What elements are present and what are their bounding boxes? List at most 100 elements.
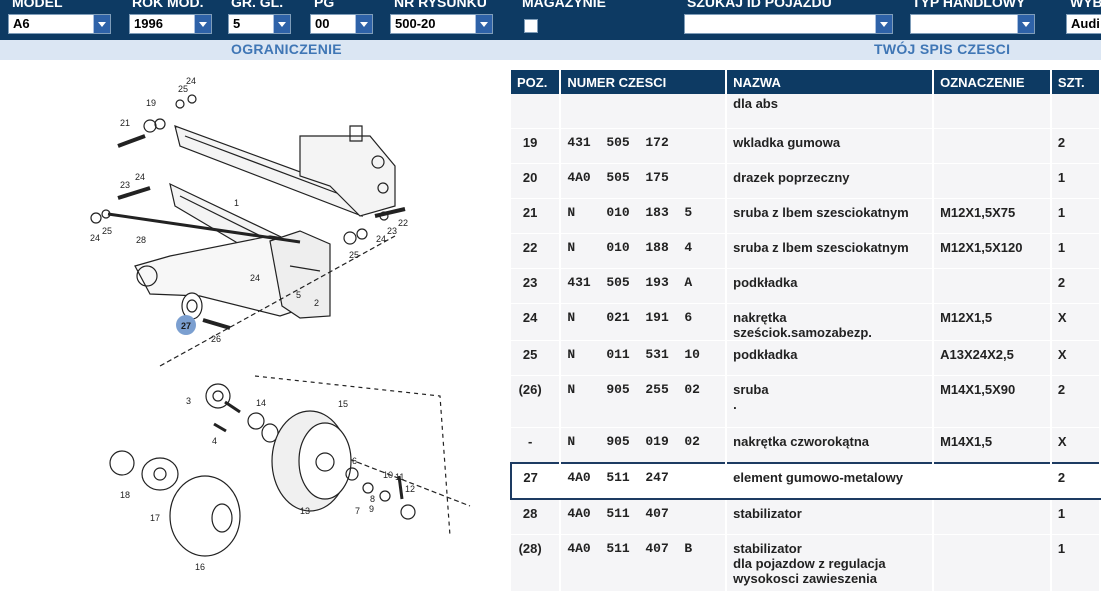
nr-select[interactable]: 500-20: [390, 14, 493, 34]
model-label: MODEL: [12, 0, 63, 10]
col-header-oznaczenie[interactable]: OZNACZENIE: [933, 70, 1052, 94]
pg-select[interactable]: 00: [310, 14, 373, 34]
gr-select[interactable]: 5: [228, 14, 291, 34]
model-select[interactable]: A6: [8, 14, 111, 34]
cell-szt: 1: [1050, 499, 1101, 535]
typ-select[interactable]: [910, 14, 1035, 34]
typ-label: TYP HANDLOWY: [912, 0, 1026, 10]
chevron-down-icon[interactable]: [93, 15, 110, 33]
cell-name: sruba z lbem szesciokatnym: [726, 233, 935, 269]
cell-poz: (26): [511, 375, 562, 428]
cell-name-line: wysokosci zawieszenia: [733, 571, 877, 586]
svg-text:22: 22: [398, 218, 408, 228]
cell-part-number: N 010 188 4: [560, 233, 728, 269]
col-header-poz[interactable]: POZ.: [511, 70, 562, 94]
svg-text:17: 17: [150, 513, 160, 523]
svg-text:23: 23: [387, 226, 397, 236]
cell-name: nakrętka sześciok.samozabezp.: [726, 303, 935, 341]
cell-name: nakrętka czworokątna: [726, 427, 935, 464]
svg-text:12: 12: [405, 484, 415, 494]
rok-select[interactable]: 1996: [129, 14, 212, 34]
filter-bar: MODEL A6 ROK MOD. 1996 GR. GL. 5 PG 00 N…: [0, 0, 1101, 40]
svg-text:24: 24: [186, 76, 196, 86]
cell-oznaczenie: [933, 534, 1052, 592]
cell-szt: 2: [1050, 128, 1101, 164]
cell-szt: X: [1050, 427, 1101, 464]
svg-text:21: 21: [120, 118, 130, 128]
svg-text:3: 3: [186, 396, 191, 406]
cell-poz: 20: [511, 163, 562, 199]
cell-oznaczenie: M12X1,5: [933, 303, 1052, 341]
cell-poz: -: [511, 427, 562, 464]
cell-part-number: 4A0 511 247: [560, 462, 728, 500]
table-row-continued: dla abs: [511, 94, 1101, 129]
chevron-down-icon[interactable]: [273, 15, 290, 33]
cell-part-number: 4A0 505 175: [560, 163, 728, 199]
table-header-row: POZ. NUMER CZESCI NAZWA OZNACZENIE SZT.: [511, 70, 1101, 94]
szukaj-label: SZUKAJ ID POJAZDU: [687, 0, 832, 10]
cell-szt: 1: [1050, 198, 1101, 234]
cell-part-number: N 021 191 6: [560, 303, 728, 341]
cell-name-line: stabilizator: [733, 541, 802, 556]
chevron-down-icon[interactable]: [1017, 15, 1034, 33]
cell-oznaczenie: M14X1,5X90: [933, 375, 1052, 428]
subheader: OGRANICZENIE TWÓJ SPIS CZESCI: [0, 40, 1101, 60]
svg-text:10: 10: [383, 470, 393, 480]
chevron-down-icon[interactable]: [194, 15, 211, 33]
highlight-marker-27[interactable]: 27: [176, 315, 196, 335]
svg-text:13: 13: [300, 506, 310, 516]
cell-poz: 21: [511, 198, 562, 234]
cell-szt: X: [1050, 340, 1101, 376]
svg-text:7: 7: [355, 506, 360, 516]
cell-name: dla abs: [726, 94, 935, 129]
cell-szt: 1: [1050, 163, 1101, 199]
cell-name: sruba.: [726, 375, 935, 428]
cell-part-number: 431 505 193 A: [560, 268, 728, 304]
wyb-select[interactable]: Audi: [1066, 14, 1101, 34]
chevron-down-icon[interactable]: [875, 15, 892, 33]
svg-text:16: 16: [195, 562, 205, 570]
cell-name-line: nakrętka sześciok.samozabezp.: [733, 310, 872, 340]
col-header-nazwa[interactable]: NAZWA: [726, 70, 935, 94]
svg-text:28: 28: [136, 235, 146, 245]
chevron-down-icon[interactable]: [355, 15, 372, 33]
rok-label: ROK MOD.: [132, 0, 204, 10]
col-header-numer[interactable]: NUMER CZESCI: [560, 70, 728, 94]
svg-text:5: 5: [296, 290, 301, 300]
cell-oznaczenie: A13X24X2,5: [933, 340, 1052, 376]
cell-oznaczenie: M14X1,5: [933, 427, 1052, 464]
svg-text:6: 6: [352, 456, 357, 466]
svg-text:26: 26: [211, 334, 221, 344]
cell-name: stabilizator: [726, 499, 935, 535]
col-header-szt[interactable]: SZT.: [1050, 70, 1101, 94]
cell-name-line: sruba z lbem szesciokatnym: [733, 240, 909, 255]
magazynie-checkbox[interactable]: [524, 19, 538, 33]
szukaj-select[interactable]: [684, 14, 893, 34]
svg-text:11: 11: [395, 472, 404, 482]
cell-name: wkladka gumowa: [726, 128, 935, 164]
chevron-down-icon[interactable]: [475, 15, 492, 33]
cell-szt: 2: [1050, 375, 1101, 428]
cell-oznaczenie: M12X1,5X120: [933, 233, 1052, 269]
magazynie-label: MAGAZYNIE: [522, 0, 606, 10]
cell-poz: 27: [509, 462, 562, 500]
nr-label: NR RYSUNKU: [394, 0, 487, 10]
svg-text:1: 1: [234, 198, 239, 208]
cell-oznaczenie: [933, 462, 1052, 500]
cell-name-line: sruba: [733, 382, 769, 397]
svg-text:19: 19: [146, 98, 156, 108]
cell-szt: 2: [1050, 268, 1101, 304]
